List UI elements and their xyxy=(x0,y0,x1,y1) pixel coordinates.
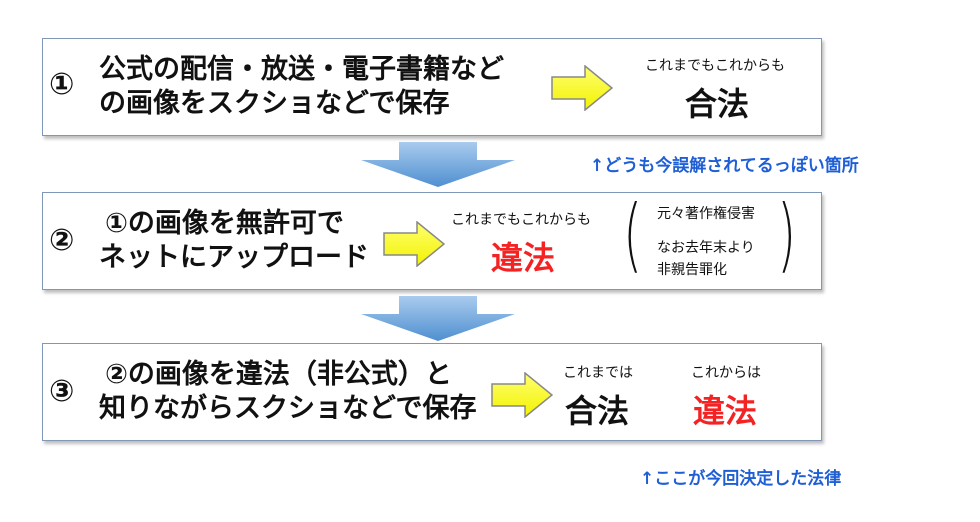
status-legal: 合法 xyxy=(685,85,750,123)
step-1-box: ① 公式の配信・放送・電子書籍など の画像をスクショなどで保存 これまでもこれか… xyxy=(42,38,822,136)
right-arrow-icon xyxy=(383,221,445,267)
right-paren: ) xyxy=(777,188,796,281)
status-caption: これまでもこれからも xyxy=(645,58,785,74)
step-3-box: ③ ②の画像を違法（非公式）と 知りながらスクショなどで保存 これまでは 合法 … xyxy=(42,343,822,441)
aside-line: 非親告罪化 xyxy=(657,262,727,278)
right-arrow-icon xyxy=(551,65,613,111)
step-text-line: ②の画像を違法（非公式）と xyxy=(105,359,452,390)
step-text-line: 知りながらスクショなどで保存 xyxy=(99,393,477,424)
step-text-line: ①の画像を無許可で xyxy=(105,208,344,239)
right-arrow-icon xyxy=(491,372,553,418)
note-decided: ↑ここが今回決定した法律 xyxy=(640,469,842,489)
status-illegal: 違法 xyxy=(491,239,556,277)
down-arrow-icon xyxy=(361,142,515,187)
aside-line: 元々著作権侵害 xyxy=(657,206,755,222)
step-2-box: ② ①の画像を無許可で ネットにアップロード これまでもこれからも 違法 ( 元… xyxy=(42,192,822,290)
left-paren: ( xyxy=(623,188,642,281)
aside-line: なお去年末より xyxy=(657,240,755,256)
step-text-line: ネットにアップロード xyxy=(99,242,369,273)
status-caption: これまでもこれからも xyxy=(451,212,591,228)
after-status-illegal: 違法 xyxy=(693,392,758,430)
step-text-line: の画像をスクショなどで保存 xyxy=(99,88,450,119)
before-status-legal: 合法 xyxy=(565,392,630,430)
step-number: ③ xyxy=(49,374,75,409)
after-caption: これからは xyxy=(691,365,761,381)
before-caption: これまでは xyxy=(563,365,633,381)
step-number: ① xyxy=(49,67,75,102)
down-arrow-icon xyxy=(361,296,515,341)
step-number: ② xyxy=(49,223,75,258)
step-text-line: 公式の配信・放送・電子書籍など xyxy=(99,54,504,85)
note-misunderstood: ↑どうも今誤解されてるっぽい箇所 xyxy=(590,156,859,176)
